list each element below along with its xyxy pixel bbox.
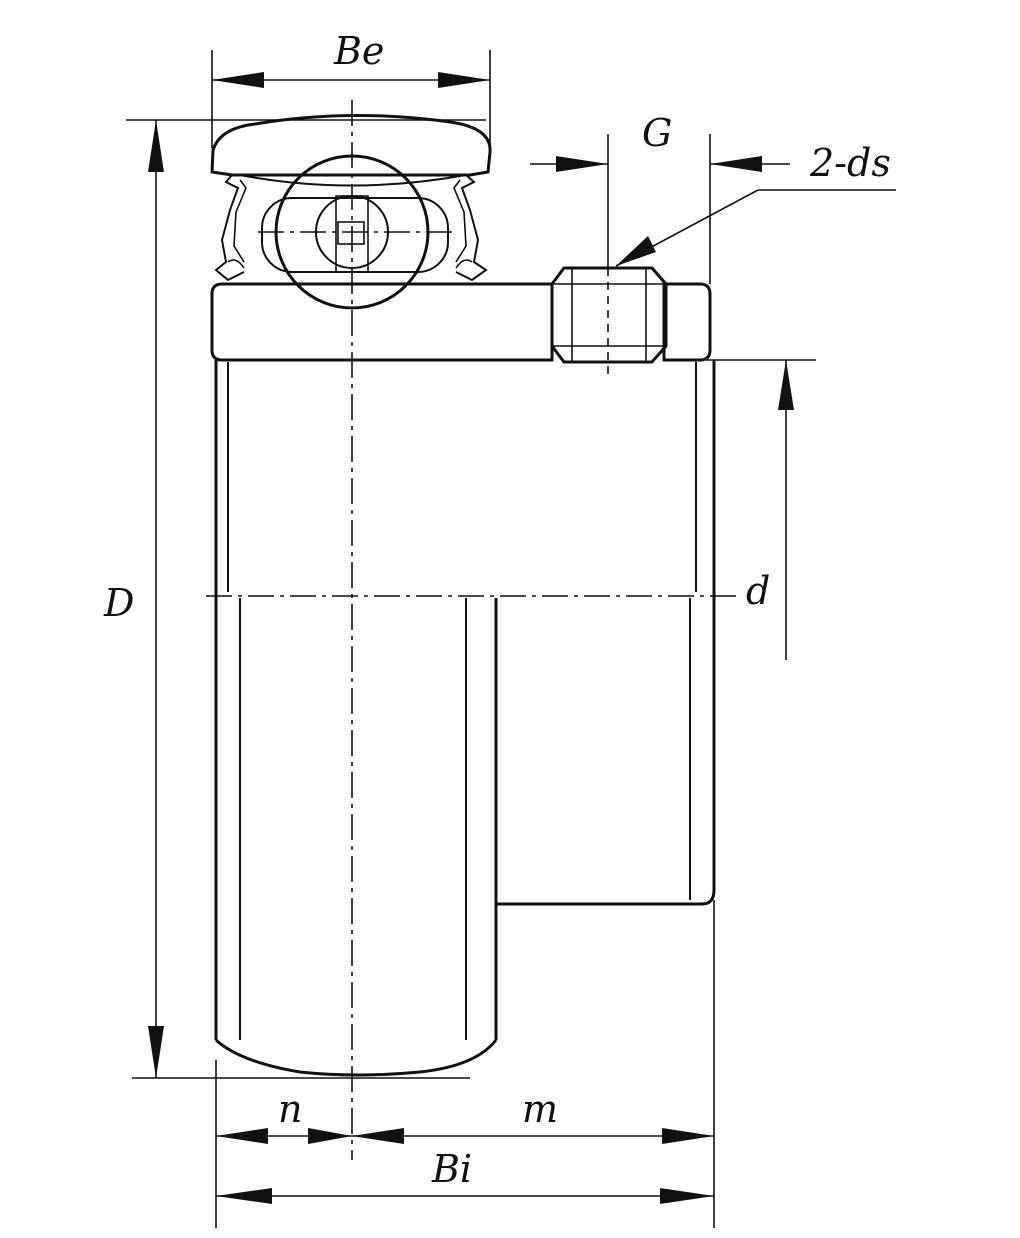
outer-ring — [210, 113, 492, 187]
ds-label: 2-ds — [809, 141, 891, 185]
m-label: m — [522, 1087, 558, 1131]
bi-label: Bi — [431, 1147, 472, 1191]
left-seal — [214, 174, 247, 282]
right-seal — [453, 174, 488, 282]
extension-lines — [126, 50, 816, 1228]
g-dimension: G — [530, 111, 790, 172]
ds-leader: 2-ds — [615, 141, 896, 267]
outer-diameter-label: D — [103, 581, 134, 625]
be-dimension: Be — [212, 29, 490, 88]
g-label: G — [642, 111, 672, 155]
outer-diameter-dimension: D — [103, 120, 164, 1078]
bi-dimension: Bi — [216, 1147, 714, 1204]
n-label: n — [278, 1087, 302, 1131]
inner-ring-body — [214, 360, 716, 1077]
inner-ring-section — [210, 282, 712, 362]
be-label: Be — [333, 29, 384, 73]
set-screw — [550, 266, 668, 380]
center-lines — [206, 100, 740, 1160]
bore-diameter-dimension: d — [746, 360, 794, 660]
bore-diameter-label: d — [746, 569, 770, 613]
n-m-dimension: n m — [216, 1087, 714, 1144]
